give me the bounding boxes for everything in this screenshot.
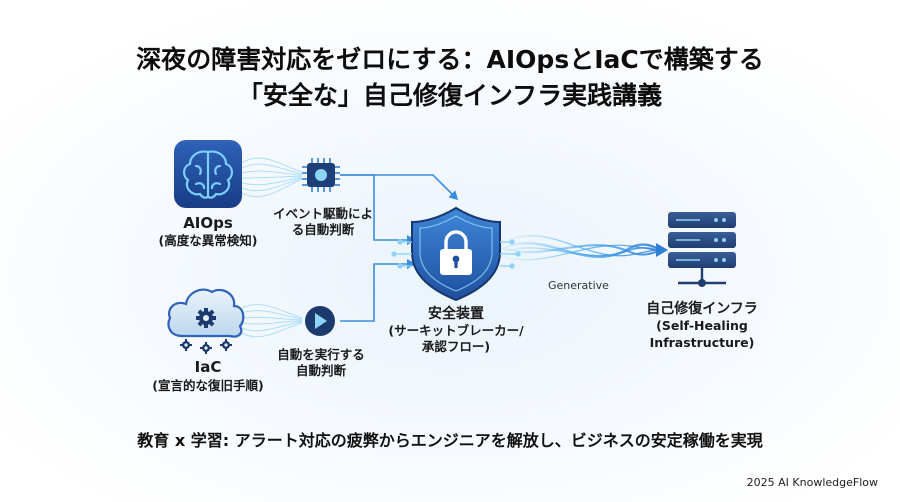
flow-streaks-iac (241, 304, 303, 338)
infra-sublabel: (Self-Healing Infrastructure) (649, 318, 755, 350)
event-label-line1: イベント駆動によ (272, 206, 373, 221)
safety-sublabel-line1: (サーキットブレーカー/ (388, 323, 524, 338)
flow-label-generative: Generative (548, 279, 609, 292)
aiops-sublabel: (高度な異常検知) (158, 233, 258, 248)
brand-credit: 2025 AI KnowledgeFlow (746, 476, 878, 489)
safety-sublabel-line2: 承認フロー) (421, 339, 491, 354)
flow-streaks-aiops (241, 157, 303, 198)
page-title-line1: 深夜の障害対応をゼロにする：AIOpsとIaCで構築する (136, 45, 764, 74)
server-icon (668, 212, 736, 287)
shield-lock-icon (391, 206, 521, 302)
auto-label-line2: 自動判断 (295, 363, 346, 378)
footer-tagline: 教育 x 学習: アラート対応の疲弊からエンジニアを解放し、ビジネスの安定稼働を… (137, 431, 763, 450)
brain-icon (174, 140, 242, 208)
auto-label-line1: 自動を実行する (277, 347, 365, 362)
iac-label: IaC (194, 358, 222, 376)
infra-label: 自己修復インフラ (646, 301, 758, 317)
cloud-gear-icon (167, 288, 245, 354)
chip-icon (302, 158, 340, 192)
generative-wave (499, 235, 663, 261)
page-title-line2: 「安全な」自己修復インフラ実践講義 (237, 81, 663, 110)
event-label-line2: る自動判断 (291, 222, 355, 237)
connector-arrows (340, 174, 459, 322)
play-icon (305, 306, 335, 336)
safety-label: 安全装置 (428, 306, 484, 322)
iac-sublabel: (宣言的な復旧手順) (152, 378, 264, 393)
aiops-label: AIOps (183, 214, 233, 232)
